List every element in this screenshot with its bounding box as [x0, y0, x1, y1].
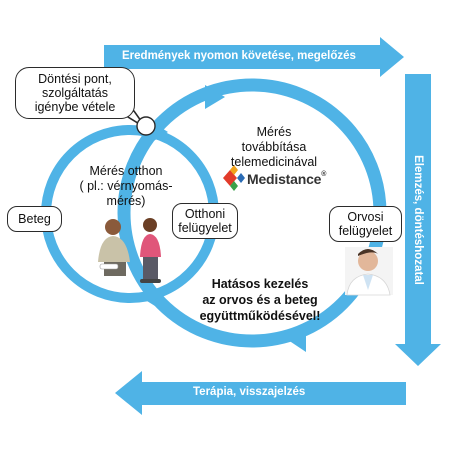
home-measurement-photo — [98, 218, 161, 283]
inner-arrowhead-top — [152, 122, 168, 142]
decision-point-bubble: Döntési pont, szolgáltatás igénybe vétel… — [15, 67, 135, 119]
bottom-banner-label: Terápia, visszajelzés — [193, 386, 306, 398]
top-banner-label: Eredmények nyomon követése, megelőzés — [122, 50, 356, 62]
telemedicine-forwarding-label: Mérés továbbítása telemedicinával — [230, 125, 318, 169]
home-supervision-node: Otthoni felügyelet — [172, 203, 238, 239]
inner-arrowhead-bottom — [139, 286, 155, 306]
bottom-banner-arrow — [115, 371, 406, 415]
medistance-logo-text: Medistance® — [247, 171, 326, 187]
doctor-photo — [345, 247, 393, 296]
outer-arrowhead-top — [205, 85, 225, 109]
right-banner-label: Elemzés, döntéshozatal — [412, 155, 424, 285]
effective-treatment-label: Hatásos kezelés az orvos és a beteg együ… — [199, 277, 321, 323]
decision-click-icon — [136, 116, 156, 136]
doctor-supervision-node: Orvosi felügyelet — [329, 206, 402, 242]
outer-arrowhead-bottom — [288, 328, 306, 352]
medistance-logo-mark — [223, 165, 245, 191]
top-banner-arrow — [104, 37, 404, 77]
home-measurement-label: Mérés otthon ( pl.: vérnyomás- mérés) — [79, 164, 173, 208]
patient-node: Beteg — [7, 206, 62, 232]
right-banner-arrow — [395, 74, 441, 366]
medistance-logo-word: Medistance — [247, 171, 322, 187]
registered-mark: ® — [321, 171, 327, 178]
